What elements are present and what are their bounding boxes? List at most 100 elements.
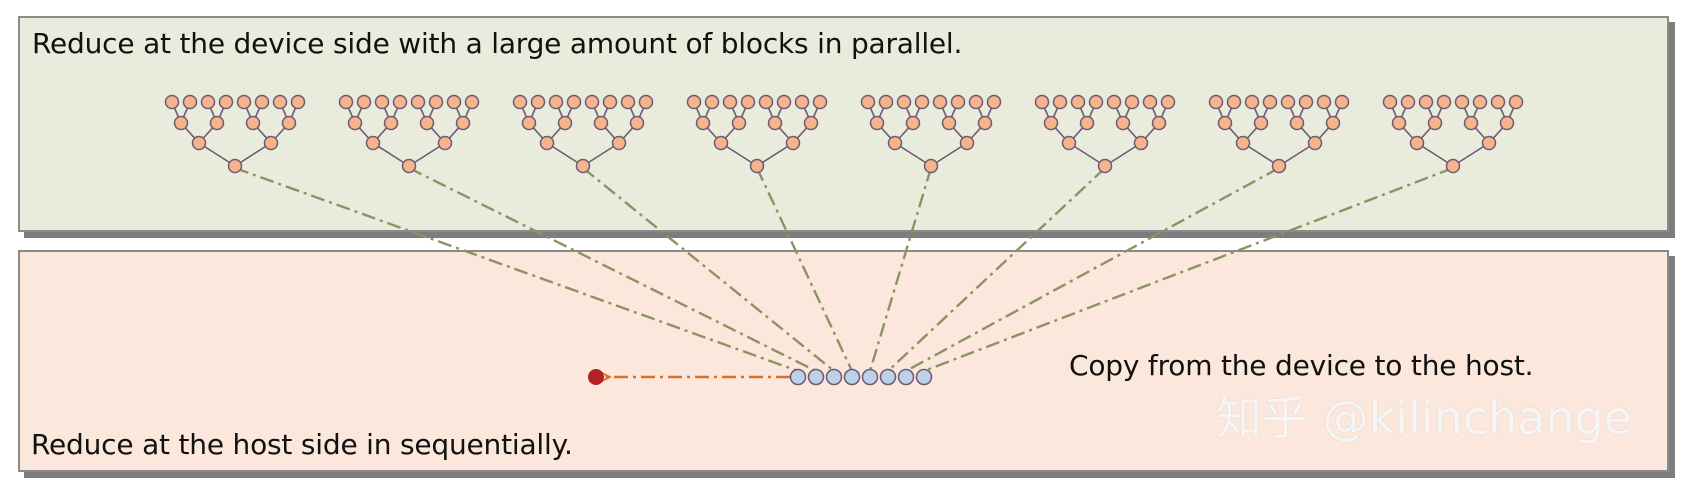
block-node (968, 94, 984, 110)
block-node (1034, 94, 1050, 110)
block-node (338, 94, 354, 110)
block-node (1106, 94, 1122, 110)
block-node (365, 135, 381, 151)
block-node (1142, 94, 1158, 110)
block-node (263, 135, 279, 151)
tree-edges (171, 101, 1517, 167)
block-node (1499, 115, 1515, 131)
block-node (1409, 135, 1425, 151)
block-node (1463, 115, 1479, 131)
block-root-node (923, 158, 939, 174)
block-node (1115, 115, 1131, 131)
block-node (1334, 94, 1350, 110)
block-node (1151, 115, 1167, 131)
copied-value-node (825, 368, 843, 386)
block-node (1088, 94, 1104, 110)
block-node (977, 115, 993, 131)
block-node (191, 135, 207, 151)
block-node (803, 115, 819, 131)
block-node (941, 115, 957, 131)
block-node (218, 94, 234, 110)
block-root-node (1445, 158, 1461, 174)
block-node (428, 94, 444, 110)
block-node (1079, 115, 1095, 131)
copy-connector (905, 166, 1280, 373)
copied-value-node (915, 368, 933, 386)
block-node (959, 135, 975, 151)
block-node (539, 135, 555, 151)
block-node (1316, 94, 1332, 110)
block-node (713, 135, 729, 151)
block-node (620, 94, 636, 110)
block-node (869, 115, 885, 131)
copy-connector (234, 166, 799, 373)
block-root-node (1271, 158, 1287, 174)
block-node (530, 94, 546, 110)
device-side-label: Reduce at the device side with a large a… (32, 27, 963, 60)
block-root-node (1097, 158, 1113, 174)
block-node (1160, 94, 1176, 110)
block-node (722, 94, 738, 110)
block-node (173, 115, 189, 131)
block-node (1070, 94, 1086, 110)
copy-connector (582, 167, 835, 372)
copied-value-node (789, 368, 807, 386)
block-node (1061, 135, 1077, 151)
block-node (281, 115, 297, 131)
block-node (566, 94, 582, 110)
copy-label: Copy from the device to the host. (1069, 349, 1534, 382)
block-node (704, 94, 720, 110)
block-node (374, 94, 390, 110)
block-node (1325, 115, 1341, 131)
block-node (272, 94, 288, 110)
copy-connectors (234, 166, 1454, 373)
block-node (1124, 94, 1140, 110)
host-side-panel (18, 250, 1669, 472)
tree-nodes (164, 94, 1524, 174)
block-node (392, 94, 408, 110)
block-node (860, 94, 876, 110)
block-node (1235, 135, 1251, 151)
block-node (356, 94, 372, 110)
block-node (1052, 94, 1068, 110)
block-node (1427, 115, 1443, 131)
copy-connector (408, 166, 817, 373)
block-node (1400, 94, 1416, 110)
block-node (896, 94, 912, 110)
block-node (767, 115, 783, 131)
block-node (521, 115, 537, 131)
block-node (1133, 135, 1149, 151)
block-node (905, 115, 921, 131)
block-node (383, 115, 399, 131)
block-node (686, 94, 702, 110)
host-side-label: Reduce at the host side in sequentially. (31, 428, 573, 461)
block-node (602, 94, 618, 110)
block-node (1472, 94, 1488, 110)
block-node (1262, 94, 1278, 110)
block-root-node (575, 158, 591, 174)
block-node (986, 94, 1002, 110)
block-node (419, 115, 435, 131)
block-node (1481, 135, 1497, 151)
block-node (245, 115, 261, 131)
block-node (1244, 94, 1260, 110)
block-node (446, 94, 462, 110)
block-node (1391, 115, 1407, 131)
block-node (182, 94, 198, 110)
block-node (200, 94, 216, 110)
block-node (1253, 115, 1269, 131)
block-node (1208, 94, 1224, 110)
block-node (1298, 94, 1314, 110)
block-node (512, 94, 528, 110)
block-node (1418, 94, 1434, 110)
block-node (695, 115, 711, 131)
copied-value-node (861, 368, 879, 386)
block-node (1382, 94, 1398, 110)
block-node (758, 94, 774, 110)
block-node (584, 94, 600, 110)
block-node (410, 94, 426, 110)
block-root-node (227, 158, 243, 174)
block-node (932, 94, 948, 110)
block-node (1454, 94, 1470, 110)
copy-connector (887, 167, 1106, 372)
